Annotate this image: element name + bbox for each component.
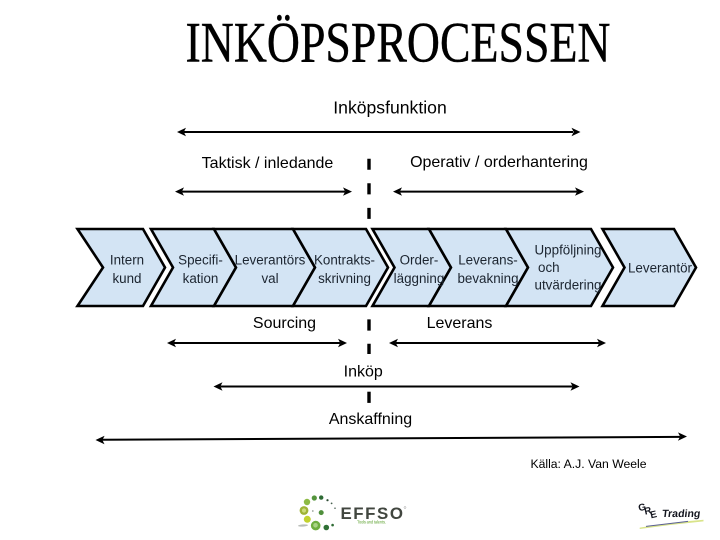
svg-text:Inköpsfunktion: Inköpsfunktion [333, 97, 446, 117]
svg-text:Leverantör: Leverantör [628, 261, 693, 276]
svg-text:Specifi-: Specifi- [178, 253, 223, 268]
svg-text:kund: kund [112, 271, 141, 286]
svg-text:Kontrakts-: Kontrakts- [314, 253, 375, 268]
svg-text:och: och [538, 260, 560, 275]
svg-text:Leverans: Leverans [427, 315, 493, 332]
svg-text:utvärdering: utvärdering [535, 278, 602, 293]
svg-text:val: val [261, 271, 278, 286]
svg-text:Tools and talents.: Tools and talents. [357, 519, 386, 524]
svg-text:Taktisk / inledande: Taktisk / inledande [202, 155, 334, 172]
svg-text:skrivning: skrivning [318, 271, 371, 286]
svg-text:Inköp: Inköp [344, 363, 383, 380]
svg-text:kation: kation [183, 271, 219, 286]
svg-text:Intern: Intern [110, 253, 144, 268]
svg-text:Leverans-: Leverans- [458, 253, 518, 268]
svg-text:läggning: läggning [394, 271, 445, 286]
svg-text:Leverantörs: Leverantörs [235, 253, 306, 268]
svg-text:Trading: Trading [661, 508, 701, 520]
svg-text:EFFSO: EFFSO [341, 505, 405, 523]
svg-text:bevakning: bevakning [457, 271, 518, 286]
svg-text:Källa: A.J. Van Weele: Källa: A.J. Van Weele [530, 457, 646, 471]
svg-text:E: E [649, 509, 658, 521]
svg-text:Sourcing: Sourcing [253, 315, 316, 332]
svg-text:Anskaffning: Anskaffning [329, 411, 412, 428]
svg-text:Uppföljning: Uppföljning [535, 243, 602, 258]
svg-text:INKÖPSPROCESSEN: INKÖPSPROCESSEN [186, 12, 611, 75]
svg-text:G: G [637, 502, 647, 515]
svg-text:Operativ / orderhantering: Operativ / orderhantering [410, 154, 588, 171]
svg-text:Order-: Order- [400, 253, 439, 268]
svg-text:R: R [643, 505, 652, 517]
